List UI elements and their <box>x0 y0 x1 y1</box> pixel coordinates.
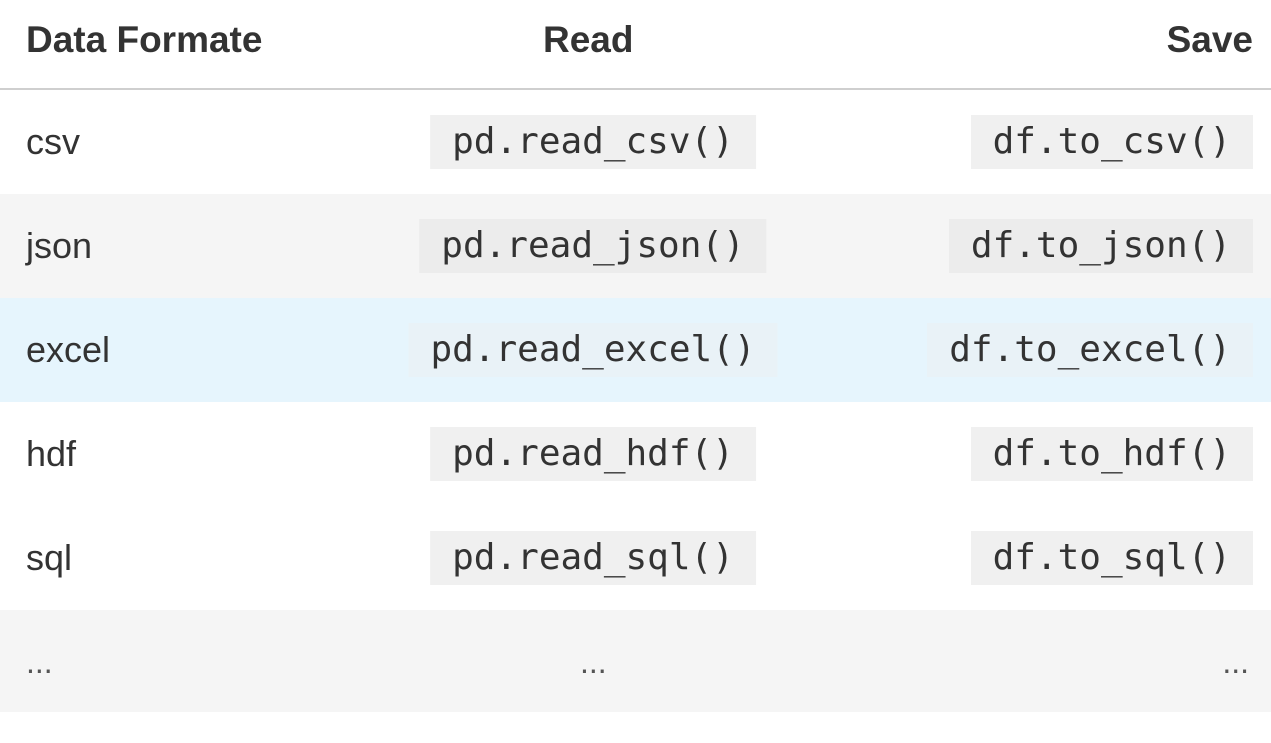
read-function-code: pd.read_sql() <box>430 531 756 585</box>
format-cell: sql <box>26 537 73 578</box>
table-row: json pd.read_json() df.to_json() <box>0 194 1271 298</box>
save-function-code: df.to_csv() <box>970 115 1253 169</box>
format-cell: csv <box>26 121 80 162</box>
format-cell: json <box>26 225 93 266</box>
table-row-ellipsis: ... ... ... <box>0 610 1271 712</box>
save-function-code: df.to_hdf() <box>970 427 1253 481</box>
save-function-code: df.to_excel() <box>927 323 1253 377</box>
read-function-code: pd.read_hdf() <box>430 427 756 481</box>
read-function-code: pd.read_csv() <box>430 115 756 169</box>
table-row: sql pd.read_sql() df.to_sql() <box>0 506 1271 610</box>
table-row-highlighted: excel pd.read_excel() df.to_excel() <box>0 298 1271 402</box>
read-function-code: pd.read_json() <box>419 219 767 273</box>
column-header-read: Read <box>543 19 634 60</box>
read-function-code: pd.read_excel() <box>408 323 778 377</box>
format-ellipsis: ... <box>26 644 53 680</box>
format-cell: excel <box>26 329 111 370</box>
save-function-code: df.to_sql() <box>970 531 1253 585</box>
read-ellipsis: ... <box>580 644 607 680</box>
formats-table: Data Formate Read Save csv pd.read_csv()… <box>0 0 1271 712</box>
format-cell: hdf <box>26 433 77 474</box>
save-function-code: df.to_json() <box>948 219 1253 273</box>
column-header-save: Save <box>1166 19 1253 60</box>
table-row: csv pd.read_csv() df.to_csv() <box>0 90 1271 194</box>
table-row: hdf pd.read_hdf() df.to_hdf() <box>0 402 1271 506</box>
table-header: Data Formate Read Save <box>0 0 1271 90</box>
column-header-data-formate: Data Formate <box>26 19 263 60</box>
save-ellipsis: ... <box>1222 644 1249 680</box>
